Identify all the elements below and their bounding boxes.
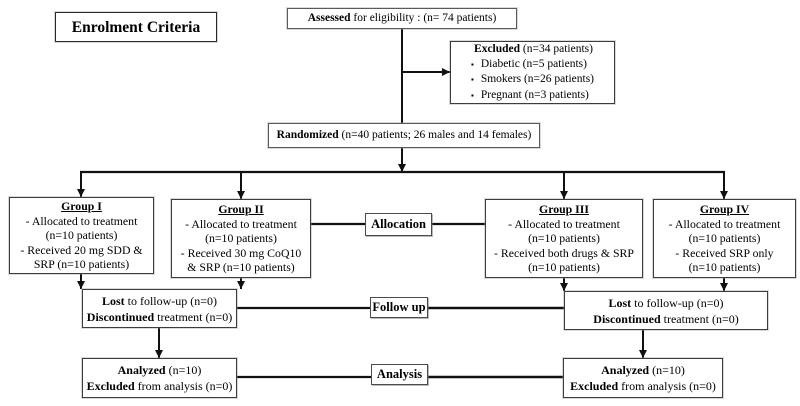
analyzed-left-line1-bold: Analyzed: [117, 363, 166, 377]
followup-right-line2-bold: Discontinued: [593, 311, 661, 326]
group3-line: - Received both drugs & SRP: [494, 245, 634, 260]
analyzed-right-line1-bold: Analyzed: [601, 363, 650, 377]
group1-title: Group I: [61, 199, 102, 214]
followup-right-line1-bold: Lost: [608, 295, 632, 310]
followup-left-line2: Discontinued treatment (n=0): [87, 309, 232, 325]
enrolment-criteria-box: Enrolment Criteria: [55, 12, 217, 42]
group1-box: Group I - Allocated to treatment (n=10 p…: [9, 197, 154, 274]
followup-right-line1: Lost to follow-up (n=0): [608, 295, 723, 311]
followup-left-line2-bold: Discontinued: [86, 309, 155, 324]
group1-line: - Allocated to treatment: [25, 213, 138, 228]
followup-left-box: Lost to follow-up (n=0) Discontinued tre…: [82, 289, 237, 328]
group1-line: (n=10 patients): [45, 228, 118, 243]
followup-left-line1: Lost to follow-up (n=0): [102, 293, 217, 309]
analyzed-right-line2-rest: from analysis (n=0): [618, 379, 716, 393]
followup-right-line1-rest: to follow-up (n=0): [631, 295, 724, 310]
group3-box: Group III - Allocated to treatment (n=10…: [485, 199, 643, 278]
allocation-stage-label: Allocation: [371, 217, 426, 231]
group4-line: - Received SRP only: [675, 245, 774, 260]
square-bullet-icon: ▪: [471, 90, 474, 100]
excluded-header-rest: (n=34 patients): [520, 43, 593, 55]
analysis-stage-box: Analysis: [371, 364, 428, 385]
assessed-box: Assessed for eligibility : (n= 74 patien…: [287, 8, 517, 29]
analyzed-left-line2: Excluded from analysis (n=0): [87, 378, 233, 394]
group3-line: (n=10 patients): [528, 260, 600, 275]
assessed-text-rest: for eligibility : (n= 74 patients): [350, 12, 497, 24]
excluded-box: Excluded (n=34 patients) ▪ Diabetic (n=5…: [450, 41, 615, 104]
group4-line: (n=10 patients): [688, 260, 761, 275]
analysis-stage-label: Analysis: [376, 367, 423, 381]
randomized-text: Randomized (n=40 patients; 26 males and …: [277, 128, 532, 143]
analyzed-right-line2: Excluded from analysis (n=0): [570, 378, 716, 394]
followup-left-line1-bold: Lost: [101, 293, 125, 308]
assessed-text: Assessed for eligibility : (n= 74 patien…: [308, 11, 497, 26]
group4-line: (n=10 patients): [688, 231, 761, 246]
analyzed-left-line1-rest: (n=10): [165, 363, 202, 377]
followup-left-line1-rest: to follow-up (n=0): [124, 293, 218, 308]
randomized-text-rest: (n=40 patients; 26 males and 14 females): [338, 129, 532, 141]
analyzed-right-box: Analyzed (n=10) Excluded from analysis (…: [563, 358, 723, 398]
group3-line: - Allocated to treatment: [508, 216, 620, 231]
square-bullet-icon: ▪: [471, 75, 474, 84]
group2-title: Group II: [218, 202, 264, 217]
followup-right-box: Lost to follow-up (n=0) Discontinued tre…: [564, 291, 768, 330]
analyzed-left-box: Analyzed (n=10) Excluded from analysis (…: [82, 358, 237, 398]
randomized-box: Randomized (n=40 patients; 26 males and …: [268, 123, 540, 148]
excluded-header: Excluded (n=34 patients): [457, 42, 610, 57]
assessed-text-bold: Assessed: [307, 12, 351, 24]
randomized-text-bold: Randomized: [276, 129, 339, 141]
analyzed-right-line2-bold: Excluded: [570, 379, 619, 393]
analyzed-left-line2-bold: Excluded: [86, 379, 135, 393]
excluded-item-label: Pregnant (n=3 patients): [480, 88, 589, 101]
followup-stage-box: Follow up: [370, 297, 428, 318]
analyzed-right-line1: Analyzed (n=10): [601, 362, 685, 378]
allocation-stage-box: Allocation: [365, 213, 432, 236]
group4-line: - Allocated to treatment: [668, 216, 781, 231]
excluded-item: ▪ Smokers (n=26 patients): [457, 72, 610, 88]
followup-right-line2-rest: treatment (n=0): [660, 311, 739, 326]
analyzed-left-line2-rest: from analysis (n=0): [134, 379, 233, 393]
group4-box: Group IV - Allocated to treatment (n=10 …: [653, 199, 796, 278]
excluded-item: ▪ Diabetic (n=5 patients): [457, 57, 610, 73]
group2-line: (n=10 patients): [205, 231, 277, 246]
followup-left-line2-rest: treatment (n=0): [154, 309, 233, 324]
group4-title: Group IV: [699, 202, 750, 217]
square-bullet-icon: ▪: [471, 59, 474, 69]
analyzed-right-line1-rest: (n=10): [649, 363, 685, 377]
analyzed-left-line1: Analyzed (n=10): [118, 362, 202, 378]
group2-line: - Allocated to treatment: [185, 216, 297, 231]
group3-title: Group III: [539, 202, 589, 217]
excluded-item-label: Smokers (n=26 patients): [480, 73, 595, 85]
group1-line: - Received 20 mg SDD &: [20, 242, 143, 257]
group2-box: Group II - Allocated to treatment (n=10 …: [171, 199, 311, 278]
followup-right-line2: Discontinued treatment (n=0): [593, 311, 738, 327]
group3-line: (n=10 patients): [528, 231, 600, 246]
excluded-header-bold: Excluded: [474, 43, 521, 55]
group2-line: & SRP (n=10 patients): [187, 260, 295, 275]
group1-line: SRP (n=10 patients): [33, 257, 130, 272]
enrolment-criteria-label: Enrolment Criteria: [71, 18, 201, 36]
followup-stage-label: Follow up: [372, 300, 426, 314]
group2-line: - Received 30 mg CoQ10: [180, 245, 302, 260]
excluded-item: ▪ Pregnant (n=3 patients): [457, 88, 610, 104]
excluded-item-label: Diabetic (n=5 patients): [480, 57, 587, 70]
